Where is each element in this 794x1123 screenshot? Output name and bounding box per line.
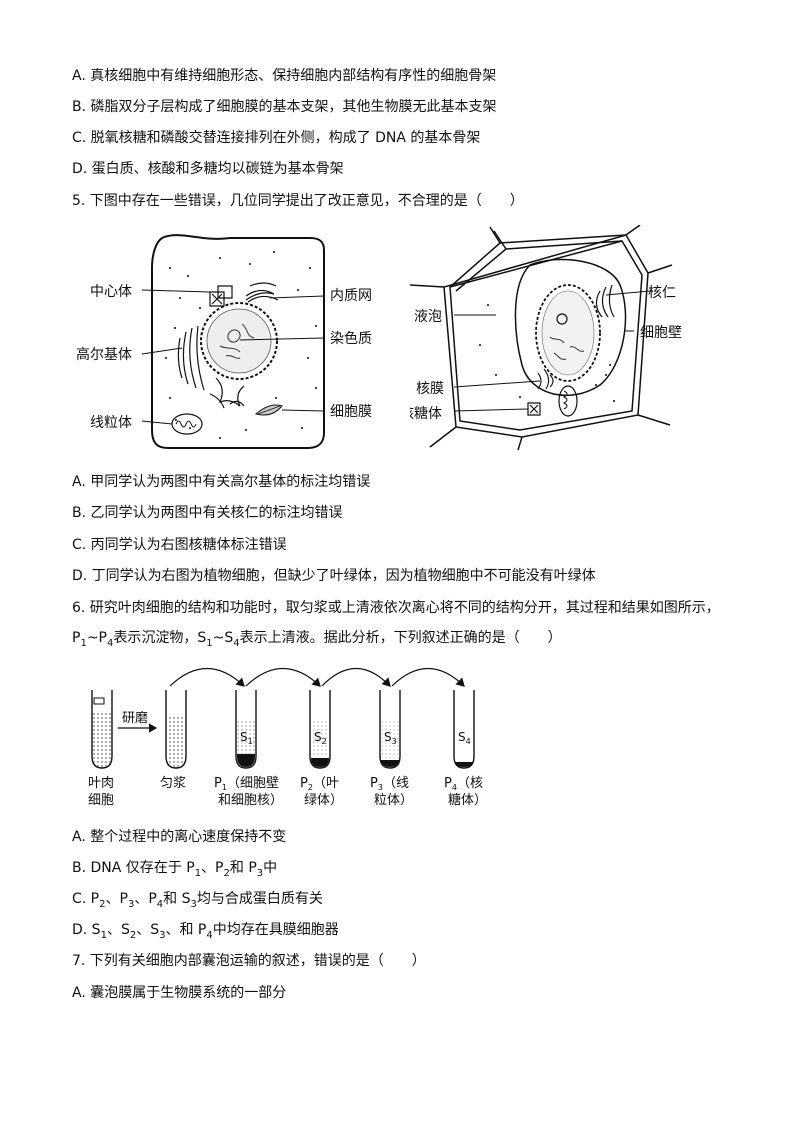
p4-label: P [444, 776, 452, 791]
label-cell-wall: 细胞壁 [640, 325, 682, 341]
tube-s4-label: S [458, 730, 466, 744]
label-golgi-left: 高尔基体 [76, 346, 132, 363]
label-centrosome: 中心体 [90, 284, 132, 300]
label-nucleolus: 核仁 [648, 285, 676, 301]
tube-s1-label: S [240, 730, 248, 744]
label-chromatin: 染色质 [330, 330, 372, 347]
p1-desc-2: 和细胞核） [218, 793, 283, 808]
label-vacuole: 液泡 [414, 309, 442, 325]
q5-option-c: C. 丙同学认为右图核糖体标注错误 [72, 537, 287, 553]
p2-desc-2: 绿体） [304, 793, 343, 808]
q5-option-b: B. 乙同学认为两图中有关核仁的标注均错误 [72, 505, 343, 521]
q5-option-a: A. 甲同学认为两图中有关高尔基体的标注均错误 [72, 474, 371, 490]
svg-text:S3: S3 [384, 730, 397, 746]
label-mitochondria-left: 线粒体 [90, 415, 132, 431]
tube-s4 [453, 690, 475, 769]
label-ribosome: 核糖体 [410, 406, 442, 422]
tube-s1 [235, 690, 257, 769]
q6-stem-line2: P1~P4表示沉淀物，S1~S4表示上清液。据此分析，下列叙述正确的是（ ） [72, 628, 562, 654]
tube-s4-sub: 4 [466, 737, 471, 746]
svg-text:P2（叶: P2（叶 [300, 776, 339, 792]
leaf-cell-label-2: 细胞 [88, 793, 114, 808]
tube-homogenate [165, 690, 187, 769]
q6-stem-sub: 1 [206, 637, 213, 649]
homogenate-label: 匀浆 [160, 776, 186, 791]
q7-stem: 7. 下列有关细胞内部囊泡运输的叙述，错误的是（ ） [72, 953, 426, 969]
tube-s3-sub: 3 [392, 737, 397, 746]
p3-sub: 3 [378, 783, 383, 792]
svg-text:S1: S1 [240, 730, 253, 746]
q6-stem-p-range: ~P [86, 630, 108, 646]
p2-sub: 2 [308, 783, 313, 792]
p4-sub: 4 [452, 783, 457, 792]
q6-option-d: D. S1、S2、S3、和 P4中均存在具膜细胞器 [72, 922, 339, 941]
tube-s2-label: S [314, 730, 322, 744]
tube-s3-label: S [384, 730, 392, 744]
q5-stem: 5. 下图中存在一些错误，几位同学提出了改正意见，不合理的是（ ） [72, 193, 524, 209]
leaf-cell-label-1: 叶肉 [88, 776, 114, 791]
p3-label: P [370, 776, 378, 791]
q6-stem-mid: 表示沉淀物，S [113, 630, 207, 646]
q6-option-b: B. DNA 仅存在于 P1、P2和 P3中 [72, 860, 278, 879]
q7-option-a: A. 囊泡膜属于生物膜系统的一部分 [72, 985, 287, 1001]
p2-desc: （叶 [313, 776, 339, 791]
q6-stem-p: P [72, 630, 81, 646]
p4-desc: （核 [457, 776, 483, 791]
q6-stem-sub: 4 [233, 637, 240, 649]
svg-text:P3（线: P3（线 [370, 776, 409, 792]
tube-s2 [309, 690, 331, 769]
label-cell-membrane: 细胞膜 [330, 404, 372, 420]
q5-option-d: D. 丁同学认为右图为植物细胞，但缺少了叶绿体，因为植物细胞中不可能没有叶绿体 [72, 568, 596, 584]
svg-text:P4（核: P4（核 [444, 776, 483, 792]
q6-stem-end: 表示上清液。据此分析，下列叙述正确的是（ ） [239, 630, 562, 646]
q4-option-d: D. 蛋白质、核酸和多糖均以碳链为基本骨架 [72, 161, 344, 177]
tube-s2-sub: 2 [322, 737, 327, 746]
svg-text:S2: S2 [314, 730, 327, 746]
p1-desc: （细胞壁 [227, 776, 279, 791]
p3-desc: （线 [383, 776, 409, 791]
q4-option-b: B. 磷脂双分子层构成了细胞膜的基本支架，其他生物膜无此基本支架 [72, 99, 497, 115]
animal-cell-figure: 中心体 高尔基体 线粒体 内质网 染色质 细胞膜 [76, 234, 372, 449]
p2-label: P [300, 776, 308, 791]
p1-sub: 1 [222, 783, 227, 792]
q6-stem-sub: 4 [107, 637, 114, 649]
label-nuclear-membrane: 核膜 [416, 381, 444, 397]
q6-stem-s-range: ~S [212, 630, 234, 646]
plant-cell-figure: 液泡 核膜 核糖体 核仁 细胞壁 [410, 225, 682, 450]
q6-option-a: A. 整个过程中的离心速度保持不变 [72, 829, 287, 845]
tube-leaf-cell [91, 690, 113, 769]
svg-text:P1（细胞壁: P1（细胞壁 [214, 776, 279, 792]
q4-option-c: C. 脱氧核糖和磷酸交替连接排列在外侧，构成了 DNA 的基本骨架 [72, 130, 481, 146]
tube-s3 [379, 690, 401, 769]
label-er: 内质网 [330, 288, 372, 304]
q6-stem-line1: 6. 研究叶肉细胞的结构和功能时，取匀浆或上清液依次离心将不同的结构分开，其过程… [72, 600, 720, 616]
p4-desc-2: 糖体） [448, 792, 487, 808]
centrifuge-figure: S1 S2 S3 S4 研磨 叶肉 细胞 匀浆 P1（细胞壁 和细胞核） P2（… [88, 667, 487, 808]
tube-s1-sub: 1 [248, 737, 253, 746]
grind-label: 研磨 [122, 711, 148, 726]
q6-option-c: C. P2、P3、P4和 S3均与合成蛋白质有关 [72, 891, 323, 910]
q6-stem-sub: 1 [80, 637, 87, 649]
p1-label: P [214, 776, 222, 791]
p3-desc-2: 粒体） [374, 793, 413, 808]
q4-option-a: A. 真核细胞中有维持细胞形态、保持细胞内部结构有序性的细胞骨架 [72, 68, 497, 84]
svg-text:S4: S4 [458, 730, 471, 746]
